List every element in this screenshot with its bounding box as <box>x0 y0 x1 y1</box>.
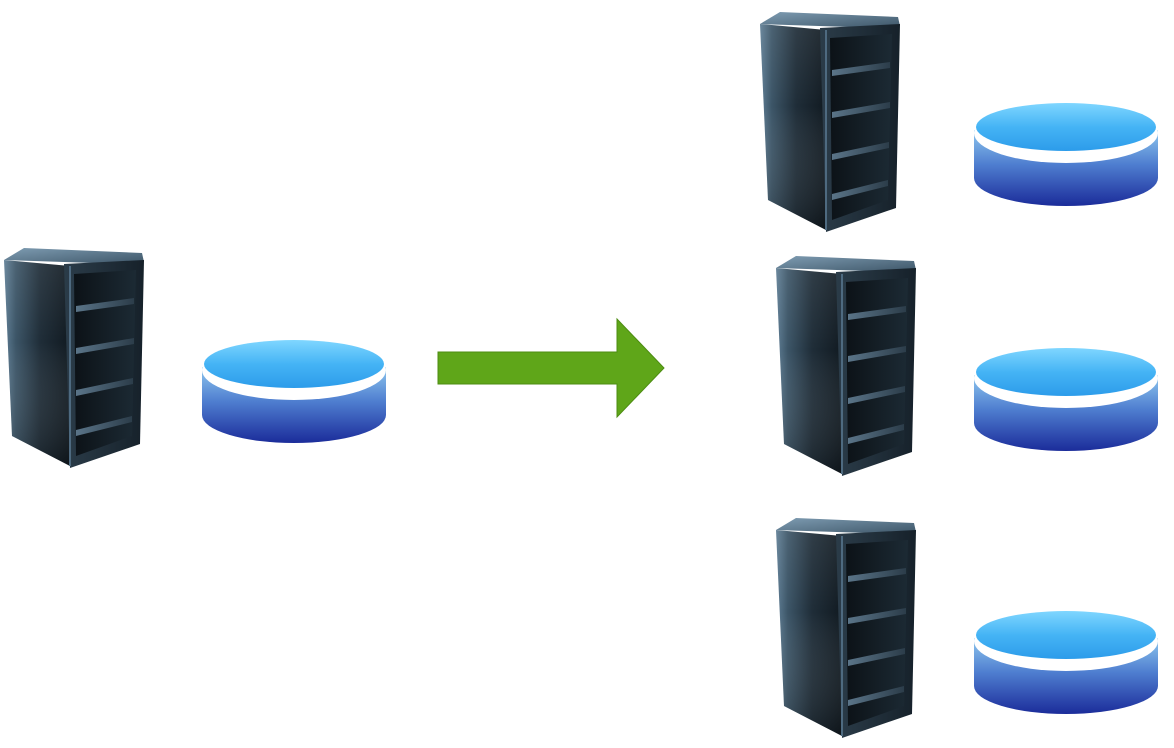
node-1 <box>759 11 1158 233</box>
after-group <box>759 11 1158 739</box>
server-rack-icon <box>759 11 901 233</box>
before-group <box>3 247 386 469</box>
database-disk-icon <box>974 611 1158 714</box>
server-rack-icon <box>3 247 145 469</box>
node-3 <box>775 517 1158 739</box>
server-rack-icon <box>775 255 917 477</box>
right-arrow-icon <box>437 317 665 419</box>
server-rack-icon <box>775 517 917 739</box>
database-disk-icon <box>974 103 1158 206</box>
node-2 <box>775 255 1158 477</box>
database-disk-icon <box>202 340 386 443</box>
database-disk-icon <box>974 348 1158 451</box>
